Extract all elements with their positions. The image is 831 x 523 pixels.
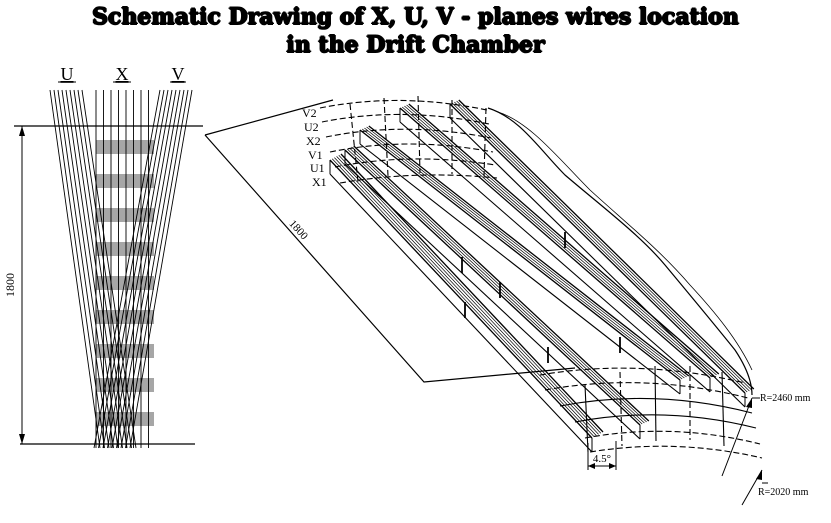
bundle-wire [454,101,750,392]
bundle-wire [399,107,711,379]
v-wire-line [111,89,177,449]
bundle-wire [456,100,752,391]
bundle-wire [338,154,602,434]
bundle-wire [331,158,595,438]
height-dimension: 1800 [3,126,25,444]
v-wire-line [120,89,185,449]
bundle-edge [344,163,641,440]
bundle-wire [329,159,593,439]
bundle-wire [346,148,643,425]
column-label-x: X [116,64,129,84]
wire-crossing-mark [96,174,154,188]
bundle-edge [449,117,746,408]
height-dimension-label: 1800 [3,273,17,297]
wire-crossing-mark [96,242,154,256]
v-wire-line [129,89,193,449]
wire-crossing-mark [96,378,154,392]
outer-contour [487,107,753,396]
v-wire-line [98,89,165,449]
bundle-edge [329,173,593,453]
outer-radius-label: R=2460 mm [760,393,811,404]
wire-crossing-mark [96,344,154,358]
top-dashed-grid [319,95,498,184]
diagram-title-line1: Schematic Drawing of X, U, V - planes wi… [92,4,739,30]
u-wire-line [57,89,110,449]
bundle-wire [349,147,645,424]
v-wire-line [125,89,189,449]
wire-bundles [329,99,755,453]
bundle-edge [399,121,711,393]
bundle-wire [451,102,748,393]
wire-crossing-mark [96,412,154,426]
bundle-wire [351,146,647,423]
bundle-wire [340,153,604,433]
bundle-wire [368,125,690,377]
column-label-u: U [61,64,74,84]
wire-crossing-mark [96,140,154,154]
plane-label-v1: V1 [308,148,323,162]
bundle-wire [353,145,650,422]
plane-label-x2: X2 [306,134,321,148]
bundle-wire [404,105,715,377]
bundle-wire [344,149,641,426]
bundle-wire [406,104,717,376]
wire-crossing-mark [96,310,154,324]
bundle-wire [359,129,681,381]
angle-label: 4.5° [593,453,611,465]
bundle-wire [449,103,746,394]
bundle-edge [359,143,681,395]
bundle-wire [361,128,683,380]
u-wire-line [49,89,101,449]
left-wire-bundle [49,89,193,449]
column-label-v: V [172,64,185,84]
wire-crossing-mark [96,276,154,290]
plane-label-u1: U1 [310,161,325,175]
v-wire-line [93,89,161,449]
wire-crossing-mark [96,208,154,222]
right-perspective-view: 1800 [204,95,811,506]
bottom-dashed-grid [539,365,763,459]
angle-dimension: 4.5° [587,441,617,470]
bundle-wire [364,127,685,379]
inner-radius-label: R=2020 mm [758,487,809,498]
plane-labels: V2 U2 X2 V1 U1 X1 [302,106,327,189]
bundle-wire [334,157,597,436]
plane-label-u2: U2 [304,120,319,134]
bundle-wire [366,126,687,378]
left-wire-view: U X V 1800 [3,64,203,449]
plane-label-x1: X1 [312,175,327,189]
radius-dimensions: R=2460 mm R=2020 mm [721,393,811,506]
v-wire-line [102,89,169,449]
diagram-title-line2: in the Drift Chamber [286,32,545,58]
bundle-wire [458,99,755,390]
bundle-wire [401,106,713,378]
bundle-wire [408,103,720,375]
plane-label-v2: V2 [302,106,317,120]
base-plane-outline [204,134,576,383]
